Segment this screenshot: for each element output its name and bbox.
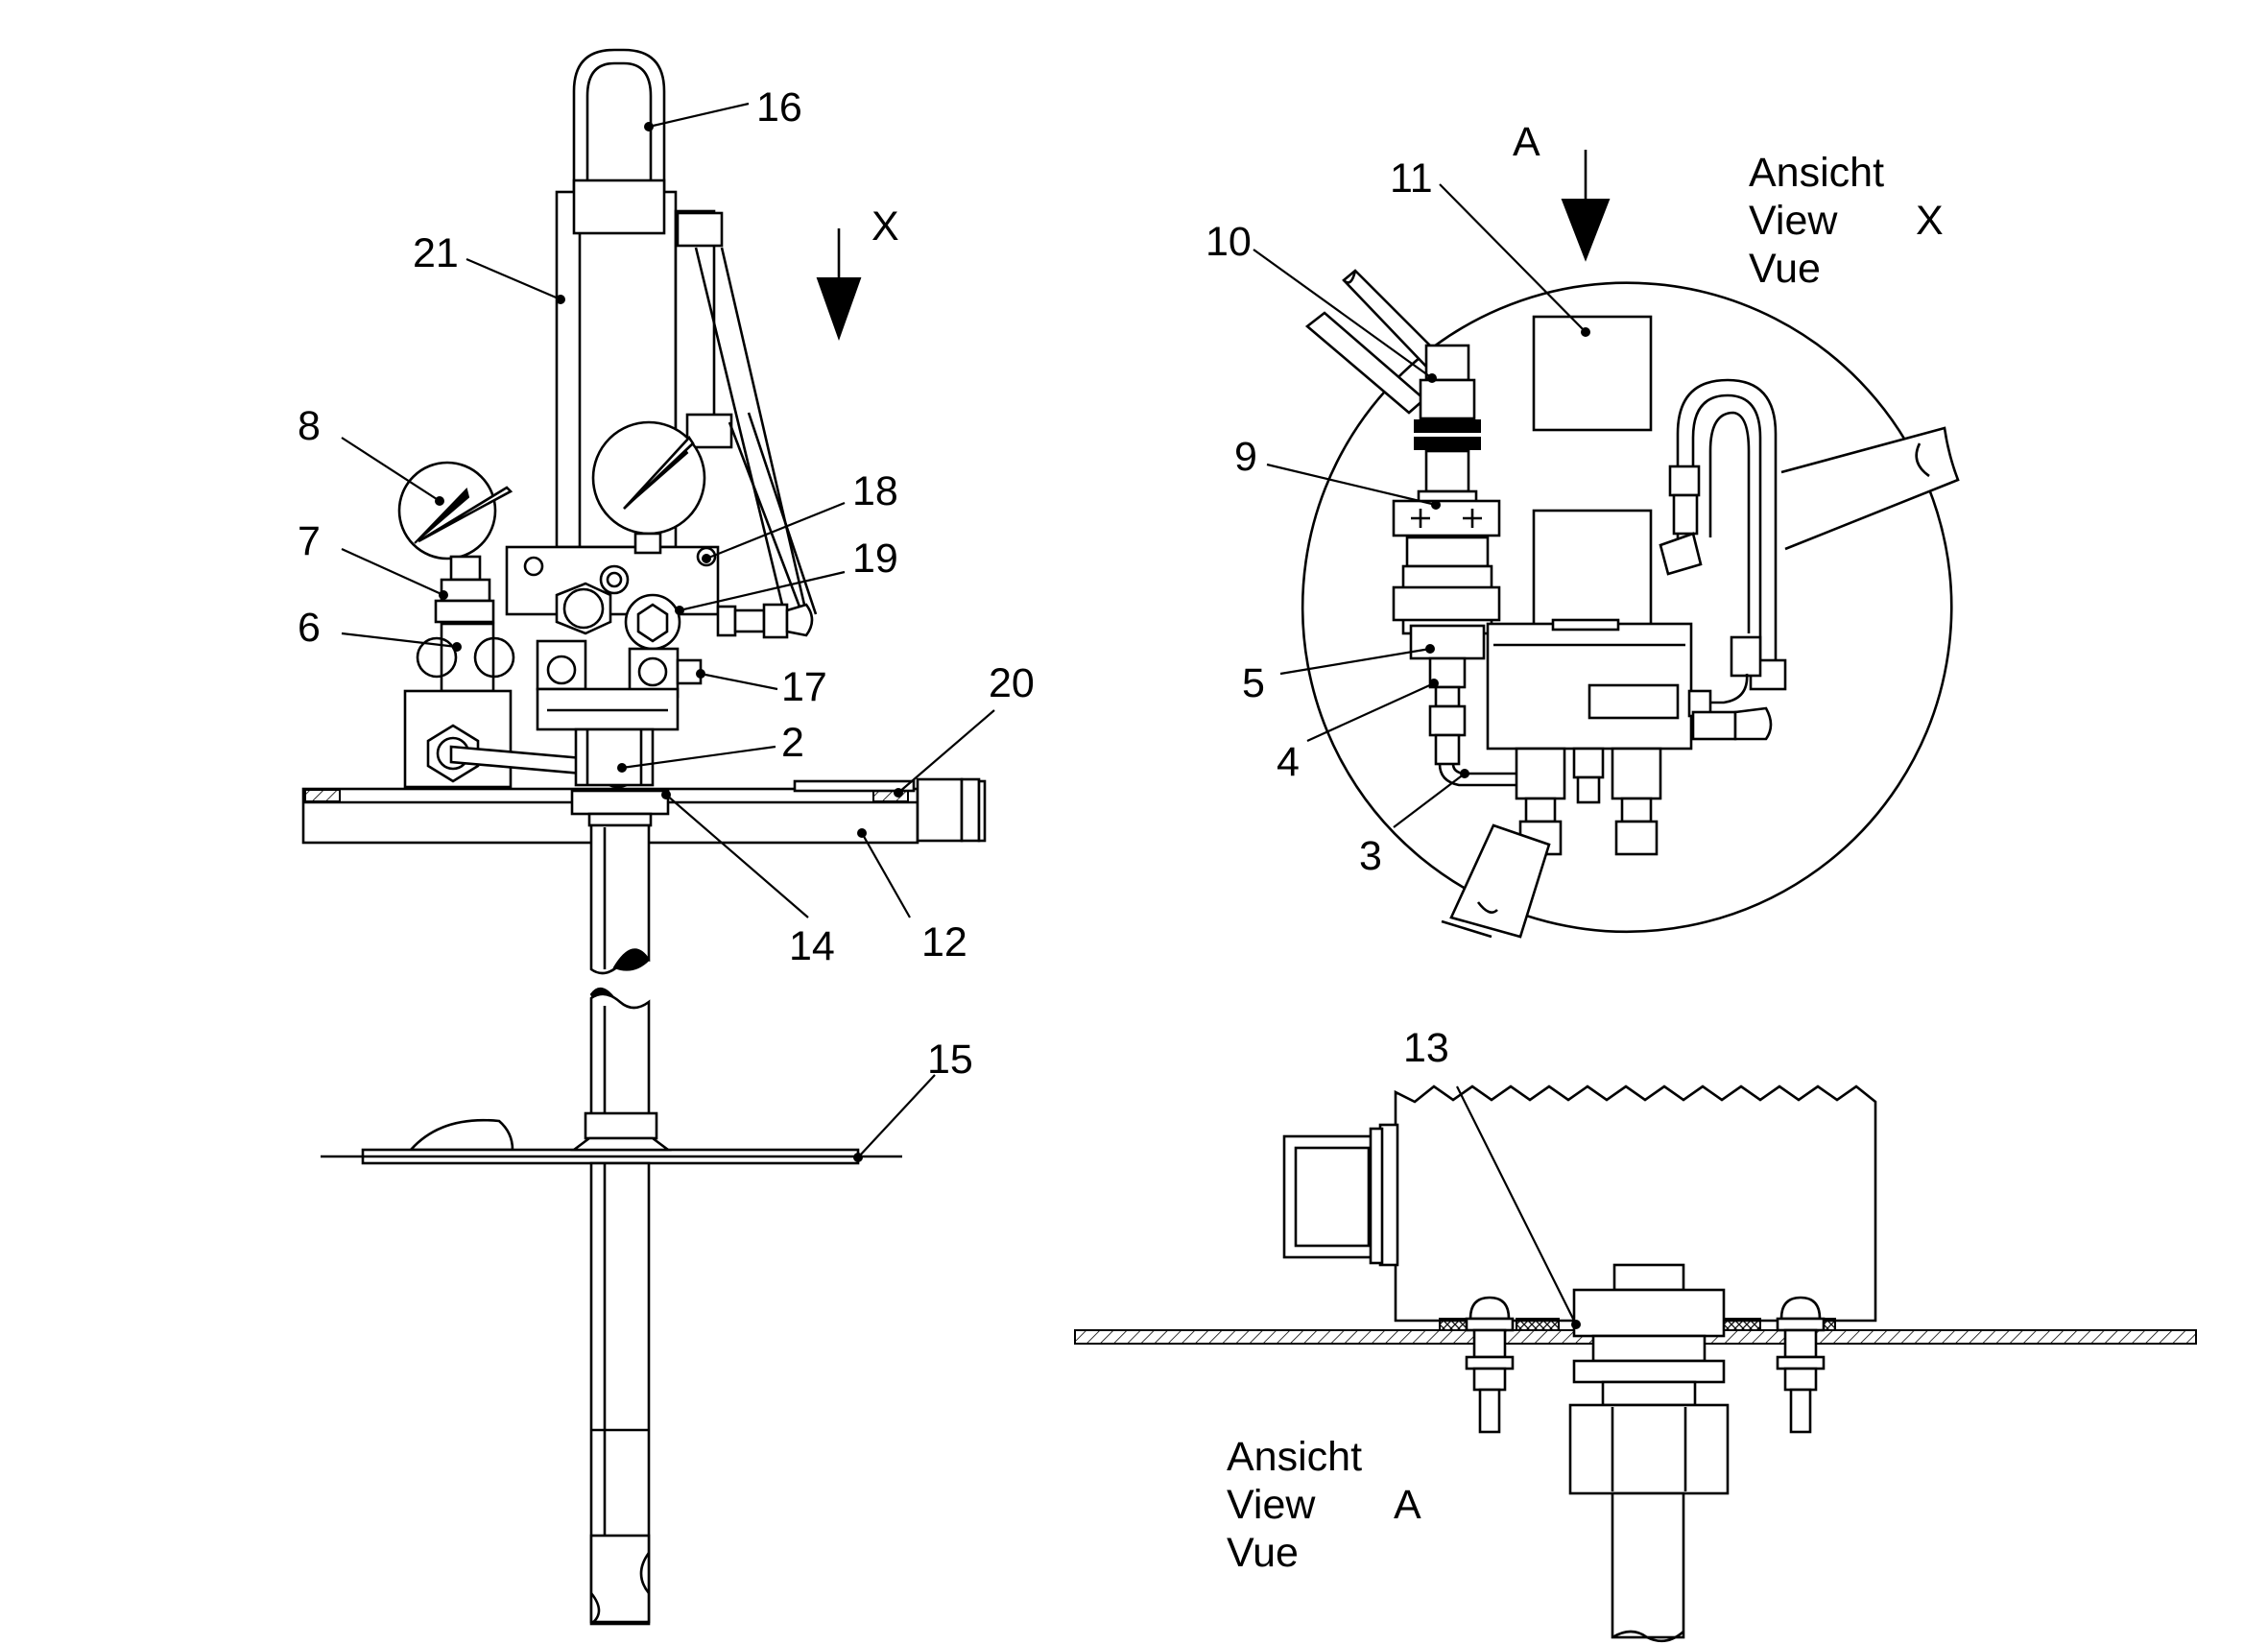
callout-20: 20	[989, 660, 1035, 706]
callout-6: 6	[298, 605, 321, 651]
view-x-line2: View	[1749, 198, 1838, 244]
callout-14: 14	[789, 923, 835, 969]
callout-7: 7	[298, 518, 321, 564]
centre-boss	[570, 789, 670, 816]
callout-10: 10	[1206, 219, 1252, 265]
marker-x: X	[871, 203, 899, 250]
main-view-leaders	[341, 102, 995, 1162]
main-side-view	[301, 48, 987, 1626]
view-x-caption: Ansicht View Vue X	[1749, 150, 1944, 292]
callout-17: 17	[781, 664, 827, 710]
view-x-detail	[1301, 150, 1960, 939]
callout-19: 19	[852, 536, 898, 582]
view-a-line3: Vue	[1227, 1530, 1299, 1576]
callout-21: 21	[413, 230, 459, 276]
callout-16: 16	[756, 84, 802, 131]
view-x-leaders	[1253, 183, 1590, 828]
callout-8: 8	[298, 403, 321, 449]
view-x-line1: Ansicht	[1749, 150, 1884, 196]
view-a-caption: Ansicht View Vue A	[1227, 1434, 1421, 1576]
view-a-detail	[1074, 1085, 2197, 1643]
upper-block	[1532, 315, 1653, 432]
callout-4: 4	[1277, 739, 1300, 785]
callout-13: 13	[1403, 1025, 1449, 1071]
marker-a: A	[1513, 119, 1540, 165]
valve-body	[440, 622, 495, 693]
callout-5: 5	[1242, 660, 1265, 706]
callout-3: 3	[1359, 833, 1382, 879]
callout-labels: 16 21 8 7 6 18 19 17 2 20 14 12 15 X A 1…	[298, 84, 1540, 1083]
callout-11: 11	[1390, 155, 1433, 202]
view-x-letter: X	[1916, 198, 1944, 244]
callout-18: 18	[852, 468, 898, 514]
callout-15: 15	[927, 1037, 973, 1083]
view-a-line1: Ansicht	[1227, 1434, 1362, 1480]
view-a-letter: A	[1394, 1482, 1421, 1528]
housing-broken	[1394, 1085, 1877, 1323]
view-x-line3: Vue	[1749, 246, 1821, 292]
callout-9: 9	[1234, 434, 1257, 480]
view-a-line2: View	[1227, 1482, 1316, 1528]
direction-arrow-x	[816, 228, 862, 341]
callout-12: 12	[921, 919, 967, 966]
callout-2: 2	[781, 720, 804, 766]
leader-13	[1456, 1085, 1577, 1325]
